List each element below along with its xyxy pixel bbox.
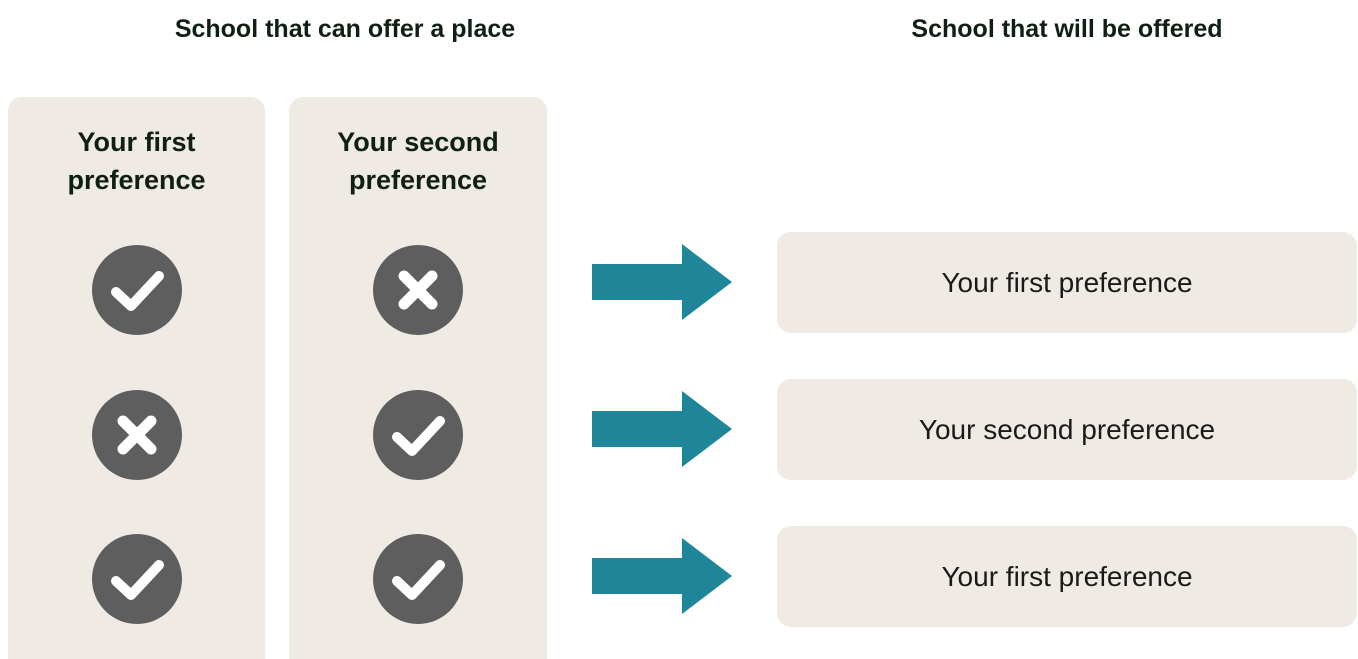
cross-icon <box>91 390 182 480</box>
result-box: Your first preference <box>777 526 1357 627</box>
arrow-right-icon <box>592 538 732 614</box>
arrow-right-icon <box>592 391 732 467</box>
result-box: Your second preference <box>777 379 1357 480</box>
cross-icon <box>373 245 463 335</box>
check-icon <box>91 534 182 624</box>
column-title-line: Your second <box>337 127 499 157</box>
column-second-preference: Your second preference <box>289 97 547 659</box>
column-first-preference: Your first preference <box>8 97 265 659</box>
column-title: Your first preference <box>8 123 265 199</box>
check-icon <box>91 245 182 335</box>
arrow-right-icon <box>592 244 732 320</box>
heading-will-be-offered: School that will be offered <box>911 15 1223 43</box>
column-title-line: preference <box>67 165 206 195</box>
column-title-line: preference <box>348 165 488 195</box>
heading-can-offer: School that can offer a place <box>174 15 516 43</box>
column-title: Your second preference <box>289 123 547 199</box>
check-icon <box>373 390 463 480</box>
result-box: Your first preference <box>777 232 1357 333</box>
check-icon <box>373 534 463 624</box>
column-title-line: Your first <box>77 127 196 157</box>
